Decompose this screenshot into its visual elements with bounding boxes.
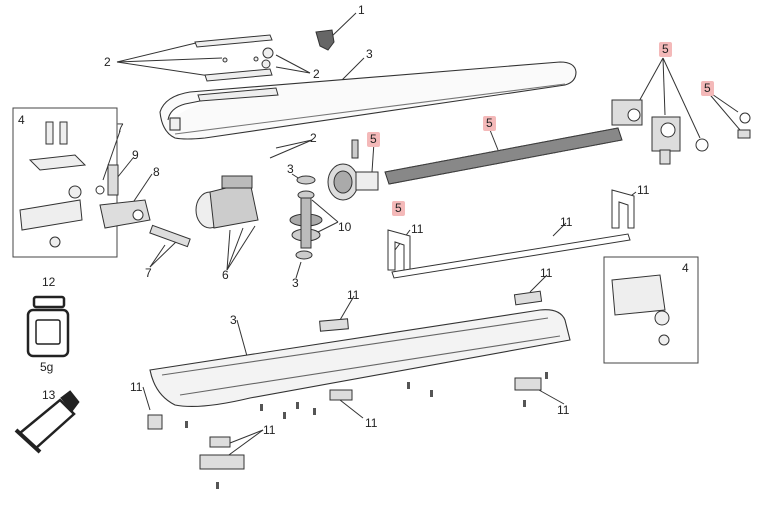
callout-13: 13 [42,388,56,402]
callout-8: 8 [153,165,160,179]
callout-5-far-right: 5 [704,81,711,95]
grease-jar-label: 5g [40,360,54,374]
callout-5-gear: 5 [370,132,377,146]
callout-4-right: 4 [682,261,689,275]
callout-3-gear: 3 [287,162,294,176]
callout-5-rod: 5 [486,116,493,130]
callout-11-bracket-left: 11 [411,222,424,236]
callout-9: 9 [132,148,139,162]
highlight-5-gear [367,132,380,147]
callout-5-top-right: 5 [662,42,669,56]
callout-3-base: 3 [230,313,237,327]
callout-2-right: 2 [313,67,320,81]
callout-11-base-right: 11 [557,403,570,417]
callout-10: 10 [338,220,352,234]
callout-3-gear-bottom: 3 [292,276,299,290]
highlight-5-rod [483,116,496,131]
callout-6: 6 [222,268,229,282]
callout-12: 12 [42,275,56,289]
callout-3-cover: 3 [366,47,373,61]
callout-11-rail: 11 [560,215,573,229]
highlight-5-pin [392,201,405,216]
callout-7-top: 7 [117,121,124,135]
callout-11-base-mid: 11 [365,416,378,430]
callout-5-pin: 5 [395,201,402,215]
callout-11-bracket-right: 11 [637,183,650,197]
callout-1: 1 [358,3,365,17]
callout-11-pad-right: 11 [540,266,553,280]
callout-4-left: 4 [18,113,25,127]
callout-11-plug: 11 [130,380,143,394]
callout-2-left: 2 [104,55,111,69]
callout-2-mid: 2 [310,131,317,145]
callout-11-pad-left: 11 [347,288,360,302]
callout-7-bottom: 7 [145,266,152,280]
highlight-5-far-right [701,81,714,96]
highlight-5-top-right [659,42,672,57]
callout-11-bottom: 11 [263,423,276,437]
